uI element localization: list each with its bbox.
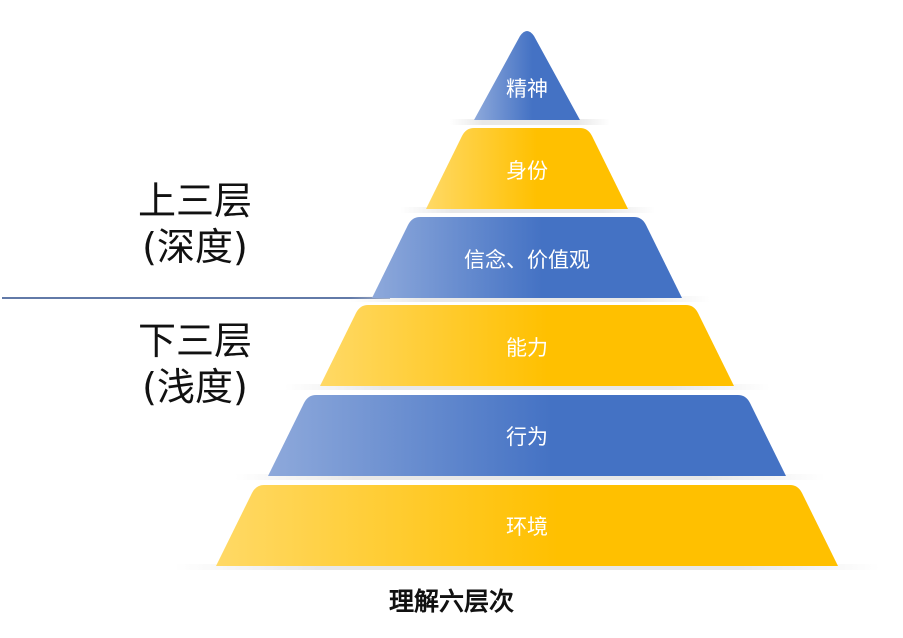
- layer-shape: [216, 485, 838, 566]
- layer-label: 环境: [506, 515, 548, 539]
- layer-shape: [320, 305, 734, 386]
- layer-shadow: [400, 207, 655, 213]
- upper-label-line2: (深度): [142, 225, 248, 269]
- lower-three-layers-label: 下三层 (浅度): [120, 318, 270, 410]
- upper-label-line1: 上三层: [137, 179, 252, 223]
- pyramid-layer-3: 信念、价值观: [350, 217, 710, 302]
- layer-label: 行为: [506, 425, 548, 449]
- pyramid-layer-5: 行为: [235, 395, 825, 480]
- layer-shadow: [235, 474, 825, 480]
- diagram-caption: 理解六层次: [388, 587, 514, 616]
- lower-label-line1: 下三层: [137, 319, 252, 363]
- layer-label: 精神: [506, 77, 548, 101]
- pyramid-layer-1: 精神: [450, 31, 610, 125]
- layer-shape: [426, 128, 628, 209]
- pyramid-layer-2: 身份: [400, 128, 655, 213]
- layer-shape: [474, 31, 580, 120]
- layer-shadow: [450, 119, 610, 125]
- layer-label: 身份: [506, 159, 548, 183]
- pyramid-layer-4: 能力: [285, 305, 770, 390]
- layer-shadow: [350, 296, 710, 302]
- layer-shadow: [175, 564, 880, 570]
- layer-label: 信念、价值观: [464, 248, 590, 272]
- layer-shape: [372, 217, 682, 298]
- pyramid-layer-6: 环境: [175, 485, 880, 570]
- layer-shape: [268, 395, 786, 476]
- layer-shadow: [285, 384, 770, 390]
- layer-label: 能力: [506, 336, 548, 360]
- upper-three-layers-label: 上三层 (深度): [120, 178, 270, 270]
- lower-label-line2: (浅度): [142, 365, 248, 409]
